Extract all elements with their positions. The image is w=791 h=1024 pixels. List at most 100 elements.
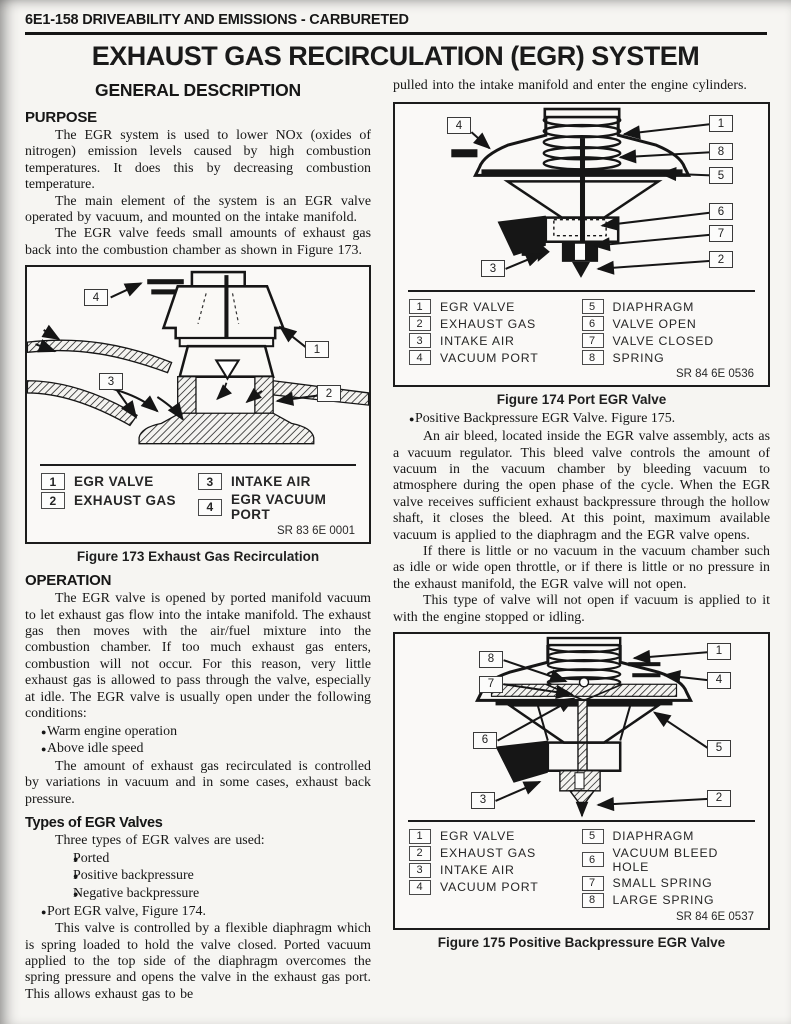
figure-174-code: SR 84 6E 0536 bbox=[675, 368, 754, 381]
backpressure-paragraph-1: An air bleed, located inside the EGR val… bbox=[393, 429, 770, 543]
list-item: ● Negative backpressure bbox=[25, 886, 371, 903]
legend-number: 8 bbox=[581, 892, 604, 908]
legend-label: EXHAUST GAS bbox=[440, 316, 537, 331]
callout-box: 8 bbox=[479, 650, 503, 668]
figure-175-diagram: 8 7 1 4 6 5 3 2 bbox=[395, 634, 768, 820]
list-item-text: Above idle speed bbox=[47, 741, 144, 757]
bullet-icon: ● bbox=[73, 888, 79, 899]
callout-box: 1 bbox=[707, 642, 731, 660]
legend-label: SPRING bbox=[612, 350, 665, 365]
legend-number: 4 bbox=[409, 879, 431, 895]
list-item-text: Positive backpressure bbox=[73, 868, 194, 884]
legend-label: VACUUM BLEED HOLE bbox=[612, 845, 719, 874]
figure-174-caption: Figure 174 Port EGR Valve bbox=[496, 392, 667, 408]
figure-175-caption: Figure 175 Positive Backpressure EGR Val… bbox=[437, 934, 726, 950]
legend-label: SMALL SPRING bbox=[612, 876, 713, 891]
bullet-icon: ● bbox=[41, 726, 47, 737]
legend-label: EGR VALVE bbox=[440, 829, 516, 844]
legend-item: 5 DIAPHRAGM bbox=[581, 828, 755, 844]
legend-number: 2 bbox=[409, 845, 431, 861]
list-item: ● Positive Backpressure EGR Valve. Figur… bbox=[393, 411, 770, 428]
legend-item: 2 EXHAUST GAS bbox=[409, 845, 582, 861]
legend-column: 1 EGR VALVE 2 EXHAUST GAS 3 INTAKE AIR bbox=[409, 827, 582, 910]
port-egr-valve-diagram bbox=[451, 108, 711, 279]
figure-173: 4 1 3 2 1 EGR VALVE 2 bbox=[25, 265, 371, 564]
legend-column: 5 DIAPHRAGM 6 VACUUM BLEED HOLE 7 SMALL … bbox=[581, 827, 755, 910]
legend-number: 7 bbox=[581, 333, 604, 349]
bullet-icon: ● bbox=[409, 414, 415, 425]
legend-divider bbox=[408, 290, 755, 293]
types-heading: Types of EGR Valves bbox=[25, 815, 163, 832]
callout-box: 6 bbox=[709, 203, 733, 221]
legend-label: LARGE SPRING bbox=[612, 893, 715, 908]
types-intro: Three types of EGR valves are used: bbox=[55, 833, 265, 849]
list-item: ● Port EGR valve, Figure 174. bbox=[25, 904, 371, 921]
callout-box: 6 bbox=[473, 731, 497, 749]
figure-173-code: SR 83 6E 0001 bbox=[276, 525, 355, 538]
callout-box: 3 bbox=[481, 260, 505, 278]
legend-label: EGR VALVE bbox=[74, 474, 154, 490]
legend-number: 3 bbox=[409, 862, 431, 878]
page-title: EXHAUST GAS RECIRCULATION (EGR) SYSTEM bbox=[91, 41, 700, 71]
operation-paragraph-1: The EGR valve is opened by ported manifo… bbox=[25, 591, 371, 722]
legend-item: 4 VACUUM PORT bbox=[409, 350, 582, 366]
purpose-paragraph-2: The main element of the system is an EGR… bbox=[25, 193, 371, 226]
bullet-icon: ● bbox=[41, 744, 47, 755]
legend-item: 6 VACUUM BLEED HOLE bbox=[581, 845, 755, 874]
port-valve-paragraph: This valve is controlled by a flexible d… bbox=[25, 921, 371, 1002]
legend-item: 4 EGR VACUUM PORT bbox=[198, 492, 355, 522]
legend-column: 1 EGR VALVE 2 EXHAUST GAS 3 INTAKE AIR bbox=[409, 297, 582, 367]
legend-column: 5 DIAPHRAGM 6 VALVE OPEN 7 VALVE CLOSED bbox=[581, 297, 755, 367]
backpressure-paragraph-3: This type of valve will not open if vacu… bbox=[393, 593, 770, 625]
list-item-text: Positive Backpressure EGR Valve. Figure … bbox=[415, 411, 676, 427]
left-column: GENERAL DESCRIPTION PURPOSE The EGR syst… bbox=[25, 78, 371, 1003]
legend-label: EXHAUST GAS bbox=[440, 846, 537, 861]
legend-item: 3 INTAKE AIR bbox=[198, 473, 355, 491]
figure-173-caption: Figure 173 Exhaust Gas Recirculation bbox=[76, 549, 320, 565]
callout-box: 2 bbox=[707, 789, 731, 807]
legend-label: DIAPHRAGM bbox=[612, 829, 695, 844]
backpressure-egr-valve-diagram bbox=[475, 636, 710, 818]
callout-box: 1 bbox=[305, 341, 329, 359]
legend-label: DIAPHRAGM bbox=[612, 299, 695, 314]
callout-box: 3 bbox=[99, 373, 123, 391]
legend-item: 8 LARGE SPRING bbox=[581, 892, 755, 908]
legend-number: 6 bbox=[581, 852, 604, 868]
legend-divider bbox=[408, 819, 755, 822]
legend-number: 8 bbox=[581, 350, 604, 366]
list-item-text: Ported bbox=[73, 850, 110, 866]
legend-number: 1 bbox=[41, 473, 65, 491]
callout-box: 3 bbox=[471, 791, 495, 809]
figure-173-legend: 1 EGR VALVE 2 EXHAUST GAS 3 INTAKE bbox=[27, 466, 369, 524]
header-rule bbox=[25, 32, 767, 35]
legend-item: 7 SMALL SPRING bbox=[581, 875, 755, 891]
figure-175-frame: 8 7 1 4 6 5 3 2 1 EGR V bbox=[393, 631, 770, 930]
legend-item: 6 VALVE OPEN bbox=[581, 316, 755, 332]
callout-box: 8 bbox=[709, 143, 733, 161]
callout-box: 2 bbox=[317, 385, 341, 403]
legend-item: 7 VALVE CLOSED bbox=[581, 333, 755, 349]
callout-box: 5 bbox=[707, 739, 731, 757]
legend-label: INTAKE AIR bbox=[440, 333, 515, 348]
legend-column: 1 EGR VALVE 2 EXHAUST GAS bbox=[41, 471, 198, 524]
list-item: ● Above idle speed bbox=[25, 741, 371, 758]
figure-175-legend: 1 EGR VALVE 2 EXHAUST GAS 3 INTAKE AIR bbox=[395, 822, 768, 910]
callout-box: 7 bbox=[709, 225, 733, 243]
legend-number: 4 bbox=[409, 350, 431, 366]
egr-system-diagram bbox=[27, 271, 369, 445]
legend-item: 1 EGR VALVE bbox=[409, 828, 582, 844]
legend-number: 3 bbox=[409, 333, 431, 349]
callout-box: 4 bbox=[707, 671, 731, 689]
callout-box: 1 bbox=[709, 115, 733, 133]
legend-label: INTAKE AIR bbox=[231, 474, 311, 490]
legend-item: 2 EXHAUST GAS bbox=[41, 492, 198, 510]
legend-item: 1 EGR VALVE bbox=[409, 299, 582, 315]
figure-173-frame: 4 1 3 2 1 EGR VALVE 2 bbox=[25, 265, 371, 545]
legend-label: VACUUM PORT bbox=[440, 350, 539, 365]
legend-label: EGR VALVE bbox=[440, 299, 516, 314]
figure-174-frame: 4 1 8 5 6 7 2 3 1 EGR V bbox=[393, 102, 770, 388]
legend-number: 5 bbox=[581, 828, 604, 844]
list-item-text: Negative backpressure bbox=[73, 885, 200, 901]
legend-label: VALVE OPEN bbox=[612, 316, 697, 331]
